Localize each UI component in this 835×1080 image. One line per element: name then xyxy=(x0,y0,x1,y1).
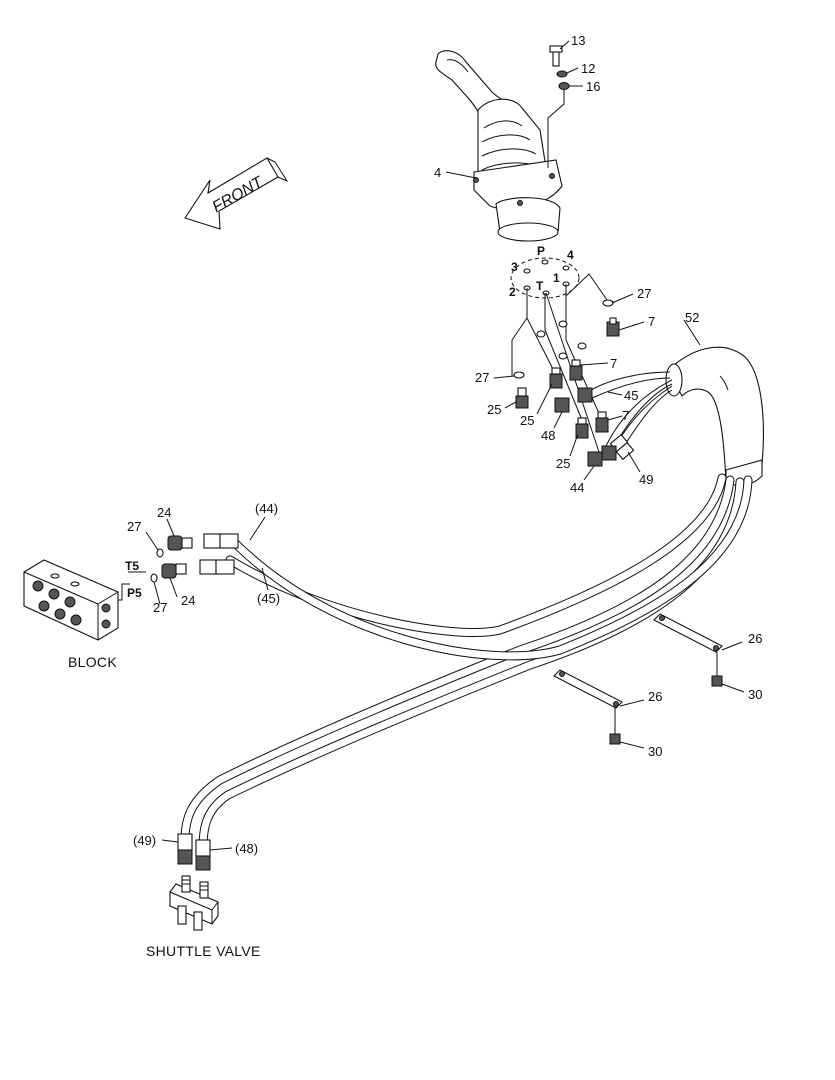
port-label-4: 4 xyxy=(567,248,574,262)
oring-block-side xyxy=(150,548,164,583)
callout-25-b: 25 xyxy=(520,413,534,428)
callout-44: 44 xyxy=(570,480,584,495)
callout-7-a: 7 xyxy=(648,314,655,329)
fitting-7-low xyxy=(595,411,609,433)
bolt-30-right xyxy=(711,652,723,687)
fitting-7-top xyxy=(602,299,620,337)
callout-52: 52 xyxy=(685,310,699,325)
callout-30-a: 30 xyxy=(748,687,762,702)
fitting-48 xyxy=(575,417,589,439)
fitting-25-left xyxy=(515,387,529,409)
callout-45: 45 xyxy=(624,388,638,403)
callout-7-c: 7 xyxy=(622,408,629,423)
block-caption: BLOCK xyxy=(68,654,117,670)
callout-26-a: 26 xyxy=(748,631,762,646)
port-label-t: T xyxy=(536,279,544,293)
callout-44-ref: (44) xyxy=(255,501,278,516)
port-group xyxy=(510,257,580,299)
port-label-p5: P5 xyxy=(127,586,142,600)
callout-27-b: 27 xyxy=(475,370,489,385)
oring-group xyxy=(513,320,587,379)
callout-27-a: 27 xyxy=(637,286,651,301)
port-label-p: P xyxy=(537,244,545,258)
hose-bundle-long xyxy=(180,473,753,853)
hose-52-bundle xyxy=(665,346,764,486)
callout-27-c: 27 xyxy=(127,519,141,534)
fitting-25-mid xyxy=(549,367,570,413)
callout-48-ref: (48) xyxy=(235,841,258,856)
fitting-7-mid xyxy=(569,359,593,403)
front-direction-arrow: FRONT xyxy=(184,157,289,230)
callout-4: 4 xyxy=(434,165,441,180)
callout-13: 13 xyxy=(571,33,585,48)
fitting-24-upper xyxy=(167,533,239,551)
callout-45-ref: (45) xyxy=(257,591,280,606)
port-label-2: 2 xyxy=(509,285,516,299)
callout-24-b: 24 xyxy=(181,593,195,608)
callout-48: 48 xyxy=(541,428,555,443)
callout-12: 12 xyxy=(581,61,595,76)
port-label-3: 3 xyxy=(511,260,518,274)
nut-16 xyxy=(558,82,570,90)
block xyxy=(23,559,119,641)
shuttle-valve xyxy=(169,875,219,931)
callout-30-b: 30 xyxy=(648,744,662,759)
port-label-t5: T5 xyxy=(125,559,139,573)
callout-16: 16 xyxy=(586,79,600,94)
callout-25-c: 25 xyxy=(556,456,570,471)
shuttle-valve-caption: SHUTTLE VALVE xyxy=(146,943,261,959)
clamp-26-left xyxy=(553,669,623,709)
callout-49-ref: (49) xyxy=(133,833,156,848)
fitting-48-bottom xyxy=(195,839,211,871)
bolt-30-left xyxy=(609,708,621,745)
callout-27-d: 27 xyxy=(153,600,167,615)
screw-13 xyxy=(549,45,563,67)
fitting-44 xyxy=(587,445,617,467)
clamp-26-right xyxy=(653,613,723,653)
callout-25-a: 25 xyxy=(487,402,501,417)
callout-7-b: 7 xyxy=(610,356,617,371)
callout-24-a: 24 xyxy=(157,505,171,520)
fitting-49-bottom xyxy=(177,833,193,865)
callout-26-b: 26 xyxy=(648,689,662,704)
washer-12 xyxy=(556,70,568,78)
fitting-24-lower xyxy=(161,559,235,579)
callout-49: 49 xyxy=(639,472,653,487)
port-label-1: 1 xyxy=(553,271,560,285)
joystick-lever xyxy=(435,50,563,242)
